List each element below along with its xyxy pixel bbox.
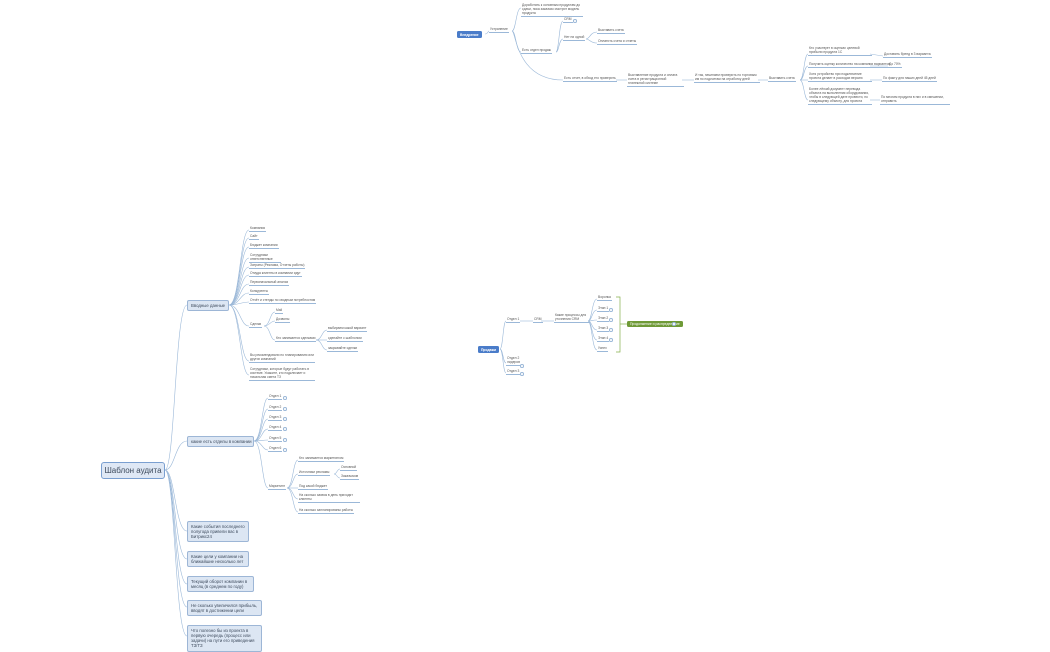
question-node[interactable]: Какие цели у компании на ближайшие неско… xyxy=(187,551,249,568)
collapse-toggle[interactable] xyxy=(283,448,287,452)
collapse-toggle[interactable] xyxy=(283,427,287,431)
question-node[interactable]: Не сколько увеличился прибыль, вводят в … xyxy=(187,600,262,617)
department-item[interactable]: Отдел 3 xyxy=(268,415,283,422)
impl-crm[interactable]: CRM xyxy=(563,17,573,24)
sales-node[interactable]: Сделки xyxy=(249,322,263,329)
question-node[interactable]: Текущий оборот компании в месяц (в средн… xyxy=(187,576,254,593)
impl-check-q[interactable]: Кто участвует в оценках целевой прибыли … xyxy=(808,46,872,57)
impl-no-crm[interactable]: Нет ни одной xyxy=(563,35,586,42)
sales-dept[interactable]: Отдел 1 xyxy=(506,317,521,324)
collapse-toggle[interactable] xyxy=(609,318,613,322)
sales-case[interactable]: выбираем какой вариант xyxy=(327,326,368,333)
marketing-item[interactable]: Кто занимается маркетингом xyxy=(298,456,345,463)
impl-branch[interactable]: Есть отчет, в обход его проверить xyxy=(563,76,617,83)
impl-chain[interactable]: И так, начинаем проверить по торговым им… xyxy=(694,73,760,84)
intro-tail[interactable]: Вы рекомендовали по планированию или дру… xyxy=(249,353,315,364)
impl-check-a[interactable]: До 70% xyxy=(888,62,902,69)
sales-stage[interactable]: Этап 2 xyxy=(597,316,610,323)
marketing-item[interactable]: На сколько заявок в день приходят клиент… xyxy=(298,493,360,504)
sales-crm[interactable]: CRM xyxy=(533,317,543,324)
question-node[interactable]: Какие события последнего полугода привел… xyxy=(187,521,249,543)
question-node[interactable]: Что полезно бы из проекта в первую очере… xyxy=(187,625,262,652)
branch-intro[interactable]: Вводные данные xyxy=(187,300,229,312)
sales-stage[interactable]: Воронка xyxy=(597,295,612,302)
collapse-toggle[interactable] xyxy=(283,438,287,442)
branch-departments[interactable]: какие есть отделы в компании xyxy=(187,436,254,448)
implementation-header[interactable]: Внедрение xyxy=(457,31,482,39)
intro-tail[interactable]: Сотрудники, которые будут работать в сис… xyxy=(249,367,315,382)
marketing-source[interactable]: Заказчиков xyxy=(340,474,360,481)
intro-item[interactable]: Откуда клиенты в компании идут xyxy=(249,271,302,278)
impl-chain[interactable]: Выставление продукта и оплата счета в ре… xyxy=(627,73,684,88)
impl-branch[interactable]: Устранение xyxy=(489,27,509,34)
department-item[interactable]: Отдел 5 xyxy=(268,436,283,443)
intro-item[interactable]: Компания xyxy=(249,226,267,233)
collapse-toggle[interactable] xyxy=(573,19,577,23)
collapse-toggle[interactable] xyxy=(609,328,613,332)
intro-item[interactable]: Сотрудники ответственные xyxy=(249,253,281,264)
sales-stage[interactable]: Этап 3 xyxy=(597,326,610,333)
marketing-item[interactable]: На сколько запланированы работы xyxy=(298,508,354,515)
intro-item[interactable]: Затраты (Реклама, Отчеты работы) xyxy=(249,263,306,270)
impl-no-crm-item[interactable]: Оплатить счета и отчеты xyxy=(597,39,638,46)
collapse-toggle[interactable] xyxy=(283,407,287,411)
impl-branch[interactable]: Есть отдел продаж xyxy=(521,48,552,55)
impl-check-a[interactable]: По многим продукта в них и в смешении, о… xyxy=(880,95,950,106)
impl-note[interactable]: Доработать к основным продуктам до сдачи… xyxy=(521,3,583,18)
sales-stage[interactable]: Успех xyxy=(597,346,608,353)
impl-no-crm-item[interactable]: Выставить счета xyxy=(597,28,625,35)
collapse-toggle[interactable] xyxy=(609,338,613,342)
sales-case[interactable]: сделайте с шаблоном xyxy=(327,336,363,343)
marketing-item[interactable]: Под какой бюджет xyxy=(298,484,329,491)
department-item[interactable]: Отдел 2 xyxy=(268,405,283,412)
impl-chain[interactable]: Выставить счета xyxy=(768,76,796,83)
marketing-node[interactable]: Маркетинг xyxy=(268,484,287,491)
intro-item[interactable]: Конкуренты xyxy=(249,289,270,296)
impl-check-q[interactable]: Более лёгкий документ перевода объекта н… xyxy=(808,87,872,106)
intro-item[interactable]: Бюджет компании xyxy=(249,243,279,250)
department-item[interactable]: Отдел 1 xyxy=(268,394,283,401)
sales-sub[interactable]: Кто занимается сделками xyxy=(275,336,317,343)
collapse-toggle[interactable] xyxy=(520,364,524,368)
intro-item[interactable]: Сайт xyxy=(249,234,259,241)
impl-check-a[interactable]: По факту для наших дней 45 дней xyxy=(882,76,937,83)
sales-stage[interactable]: Этап 1 xyxy=(597,306,610,313)
sales-result[interactable]: Продолжение и распределение xyxy=(627,321,683,328)
sales-sub[interactable]: Дозвоны xyxy=(275,317,291,324)
sales-question[interactable]: Какие процессы для уточнения CRM xyxy=(554,313,590,324)
root-node[interactable]: Шаблон аудита xyxy=(101,462,165,479)
sales-case[interactable]: закрывайте сделки xyxy=(327,346,359,353)
sales-dept[interactable]: Отдел 2 лидеров xyxy=(506,356,522,367)
impl-check-a[interactable]: Доставить бренд в 3 варианта xyxy=(883,52,932,59)
collapse-toggle[interactable] xyxy=(283,396,287,400)
intro-item[interactable]: Отчёт и стенды по сводным потребностям xyxy=(249,298,317,305)
collapse-toggle[interactable] xyxy=(609,308,613,312)
sales-header[interactable]: Продажи xyxy=(478,346,500,354)
sales-dept[interactable]: Отдел 3 xyxy=(506,369,521,376)
department-item[interactable]: Отдел 6 xyxy=(268,446,283,453)
impl-check-q[interactable]: Хотя устройство при подключение проекта … xyxy=(808,72,872,83)
marketing-item[interactable]: Источники рекламы xyxy=(298,470,331,477)
marketing-source[interactable]: Основной xyxy=(340,465,358,472)
impl-check-q[interactable]: Получить оценку количество на компании в… xyxy=(808,62,892,69)
collapse-toggle[interactable] xyxy=(520,372,524,376)
collapse-toggle[interactable] xyxy=(283,417,287,421)
sales-stage[interactable]: Этап 4 xyxy=(597,336,610,343)
sales-sub[interactable]: Mail xyxy=(275,308,284,315)
collapse-toggle[interactable] xyxy=(672,322,676,326)
intro-item[interactable]: Первоначальный анализ xyxy=(249,280,290,287)
department-item[interactable]: Отдел 4 xyxy=(268,425,283,432)
